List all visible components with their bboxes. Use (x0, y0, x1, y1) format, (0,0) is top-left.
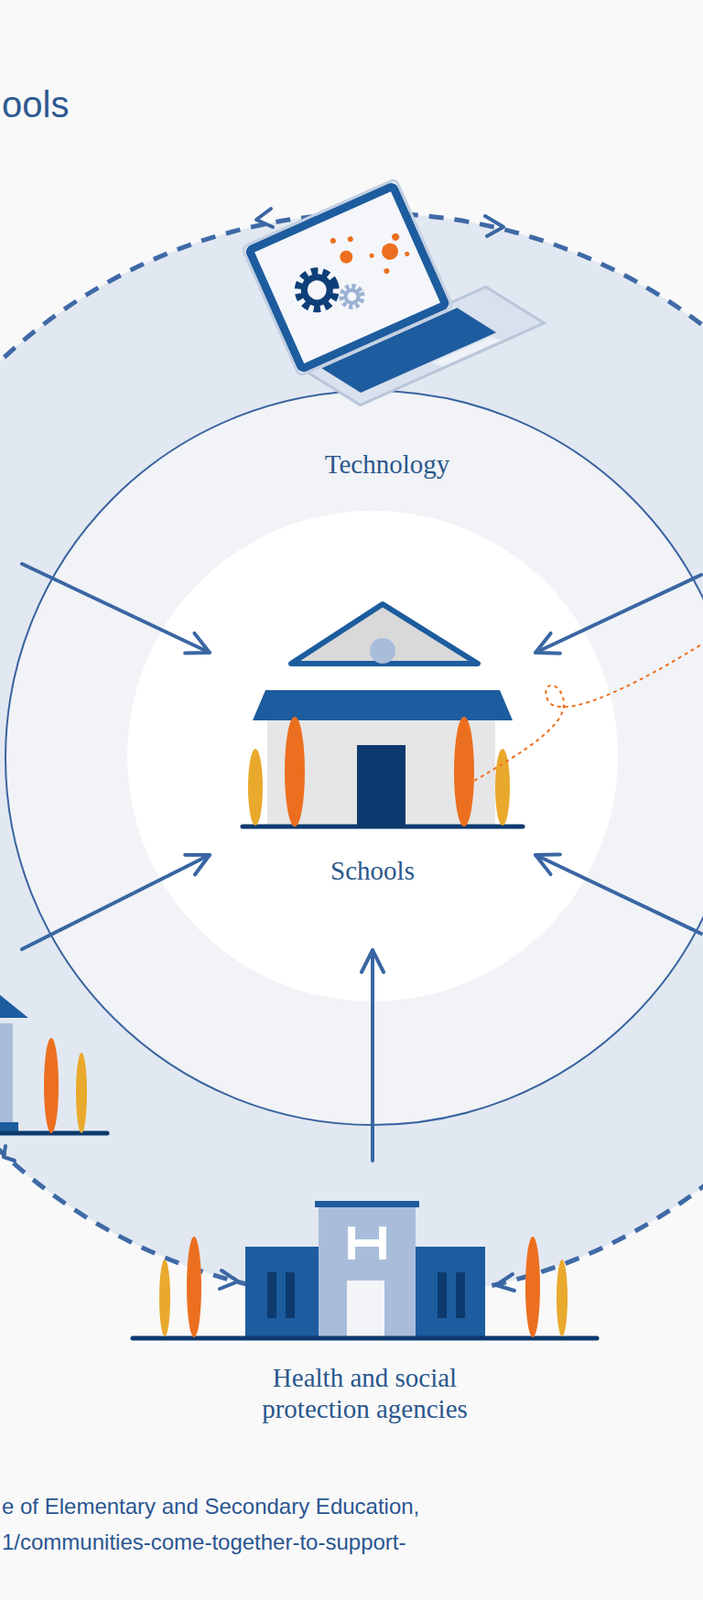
laptop-touchpad (432, 333, 502, 370)
tree (454, 716, 475, 827)
ring-arrowhead (256, 208, 273, 228)
gear-large (292, 265, 342, 314)
incoming-arrow (535, 854, 702, 934)
partial-building (0, 995, 108, 1134)
laptop-icon (241, 147, 544, 423)
ring-arrowhead (496, 1274, 515, 1291)
incoming-arrow (535, 574, 702, 653)
school-door (356, 745, 406, 827)
source-caption: e of Elementary and Secondary Education,… (1, 1488, 515, 1560)
hospital-wing (245, 1246, 319, 1337)
dotted-trail (474, 643, 703, 781)
laptop-lid (241, 178, 454, 377)
inner-ring (127, 510, 618, 1002)
tree (75, 1052, 87, 1134)
schools-circle: Schools (178, 562, 567, 951)
hospital-ground (132, 1336, 597, 1342)
hospital-wing (415, 1246, 486, 1337)
partial-roof (0, 995, 29, 1018)
partial-ground (0, 1131, 108, 1136)
outer-ring (0, 213, 703, 1299)
node-label: Schools (178, 854, 567, 887)
hospital-door (346, 1280, 385, 1337)
school-roof (291, 604, 478, 664)
tree (43, 1038, 59, 1134)
school-building (242, 604, 523, 827)
health-agency-node: Health and social protection agencies (132, 1160, 597, 1436)
hospital-roof (314, 1200, 420, 1208)
incoming-arrow (21, 854, 210, 950)
tree (186, 1236, 202, 1338)
hospital-building (132, 1200, 597, 1339)
tree (284, 716, 305, 827)
node-label: Health and social protection agencies (232, 1362, 498, 1425)
tree (556, 1259, 568, 1337)
incoming-arrow (21, 563, 210, 653)
tree (248, 748, 263, 826)
gear-small (338, 282, 366, 310)
ring-arrowhead (485, 216, 504, 237)
partial-column (0, 1023, 13, 1123)
paint-splats (329, 212, 414, 291)
ring-arrowhead (219, 1270, 238, 1289)
hospital-tower (318, 1206, 416, 1337)
incoming-arrows (21, 563, 702, 950)
ring-arrowhead (3, 1146, 15, 1161)
tree (525, 1236, 541, 1338)
laptop-screen (248, 185, 446, 369)
hospital-sign (351, 1226, 383, 1260)
node-label: Technology (249, 448, 525, 480)
tree (159, 1259, 171, 1337)
middle-ring (5, 390, 703, 1125)
page-title: ools (1, 84, 69, 126)
connector-arrow (370, 950, 375, 1161)
school-ground (242, 824, 523, 830)
school-window (369, 638, 396, 664)
school-cornice (252, 690, 513, 721)
technology-node: Technology (249, 183, 525, 486)
circle-outline (178, 562, 567, 951)
